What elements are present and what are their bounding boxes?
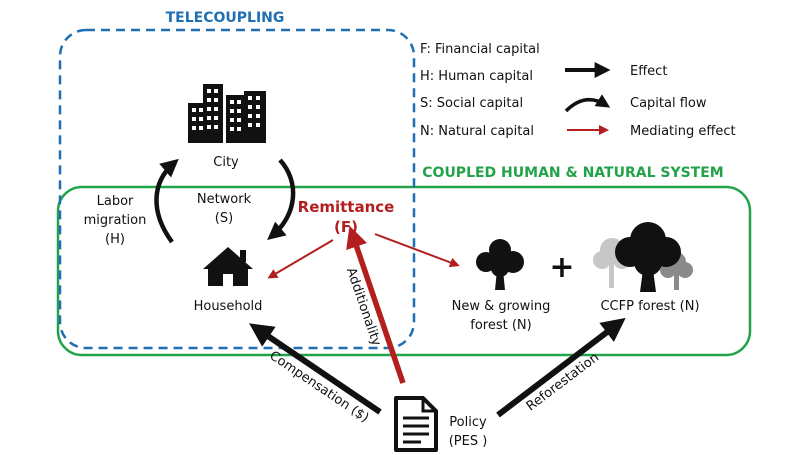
new-forest-label-2: forest (N) bbox=[470, 318, 531, 333]
network-label-2: (S) bbox=[215, 211, 233, 226]
reforestation-label: Reforestation bbox=[524, 350, 602, 414]
network-label-1: Network bbox=[197, 192, 252, 207]
legend-capital-flow-arrow bbox=[564, 94, 611, 113]
plus-sign: + bbox=[549, 250, 574, 285]
remittance-label-1: Remittance bbox=[298, 198, 395, 216]
ccfp-forest-label: CCFP forest (N) bbox=[600, 299, 699, 314]
remittance-to-forest-arrow bbox=[374, 233, 460, 268]
remittance-to-household-arrow bbox=[267, 239, 334, 279]
document-icon bbox=[394, 396, 438, 452]
tree-group-icon bbox=[593, 222, 693, 292]
labor-migration-label-1: Labor bbox=[97, 194, 134, 209]
compensation-label: Compensation ($) bbox=[267, 348, 372, 426]
legend-social: S: Social capital bbox=[420, 96, 523, 111]
policy-label-1: Policy bbox=[449, 415, 487, 430]
city-buildings-icon bbox=[188, 84, 266, 143]
new-forest-label-1: New & growing bbox=[452, 299, 551, 314]
household-label: Household bbox=[194, 299, 263, 314]
chans-title: COUPLED HUMAN & NATURAL SYSTEM bbox=[422, 165, 723, 181]
city-label: City bbox=[213, 155, 239, 170]
legend-natural: N: Natural capital bbox=[420, 124, 534, 139]
labor-migration-label-3: (H) bbox=[105, 232, 125, 247]
telecoupling-title: TELECOUPLING bbox=[166, 10, 285, 26]
legend-financial: F: Financial capital bbox=[420, 42, 540, 57]
legend-human: H: Human capital bbox=[420, 69, 533, 84]
house-icon bbox=[203, 247, 253, 286]
tree-icon bbox=[476, 239, 524, 290]
policy-label-2: (PES ) bbox=[449, 434, 488, 449]
legend: F: Financial capital H: Human capital S:… bbox=[420, 42, 736, 139]
legend-mediating-label: Mediating effect bbox=[630, 124, 736, 139]
additionality-arrow bbox=[346, 225, 406, 384]
legend-effect-label: Effect bbox=[630, 64, 667, 79]
telecoupling-system-box bbox=[58, 28, 416, 350]
network-arrow bbox=[267, 158, 296, 241]
labor-migration-label-2: migration bbox=[84, 213, 147, 228]
reforestation-arrow bbox=[496, 317, 626, 418]
labor-migration-arrow bbox=[154, 158, 179, 244]
chans-system-box bbox=[56, 185, 752, 357]
compensation-arrow bbox=[249, 323, 382, 415]
legend-capital-flow-label: Capital flow bbox=[630, 96, 707, 111]
